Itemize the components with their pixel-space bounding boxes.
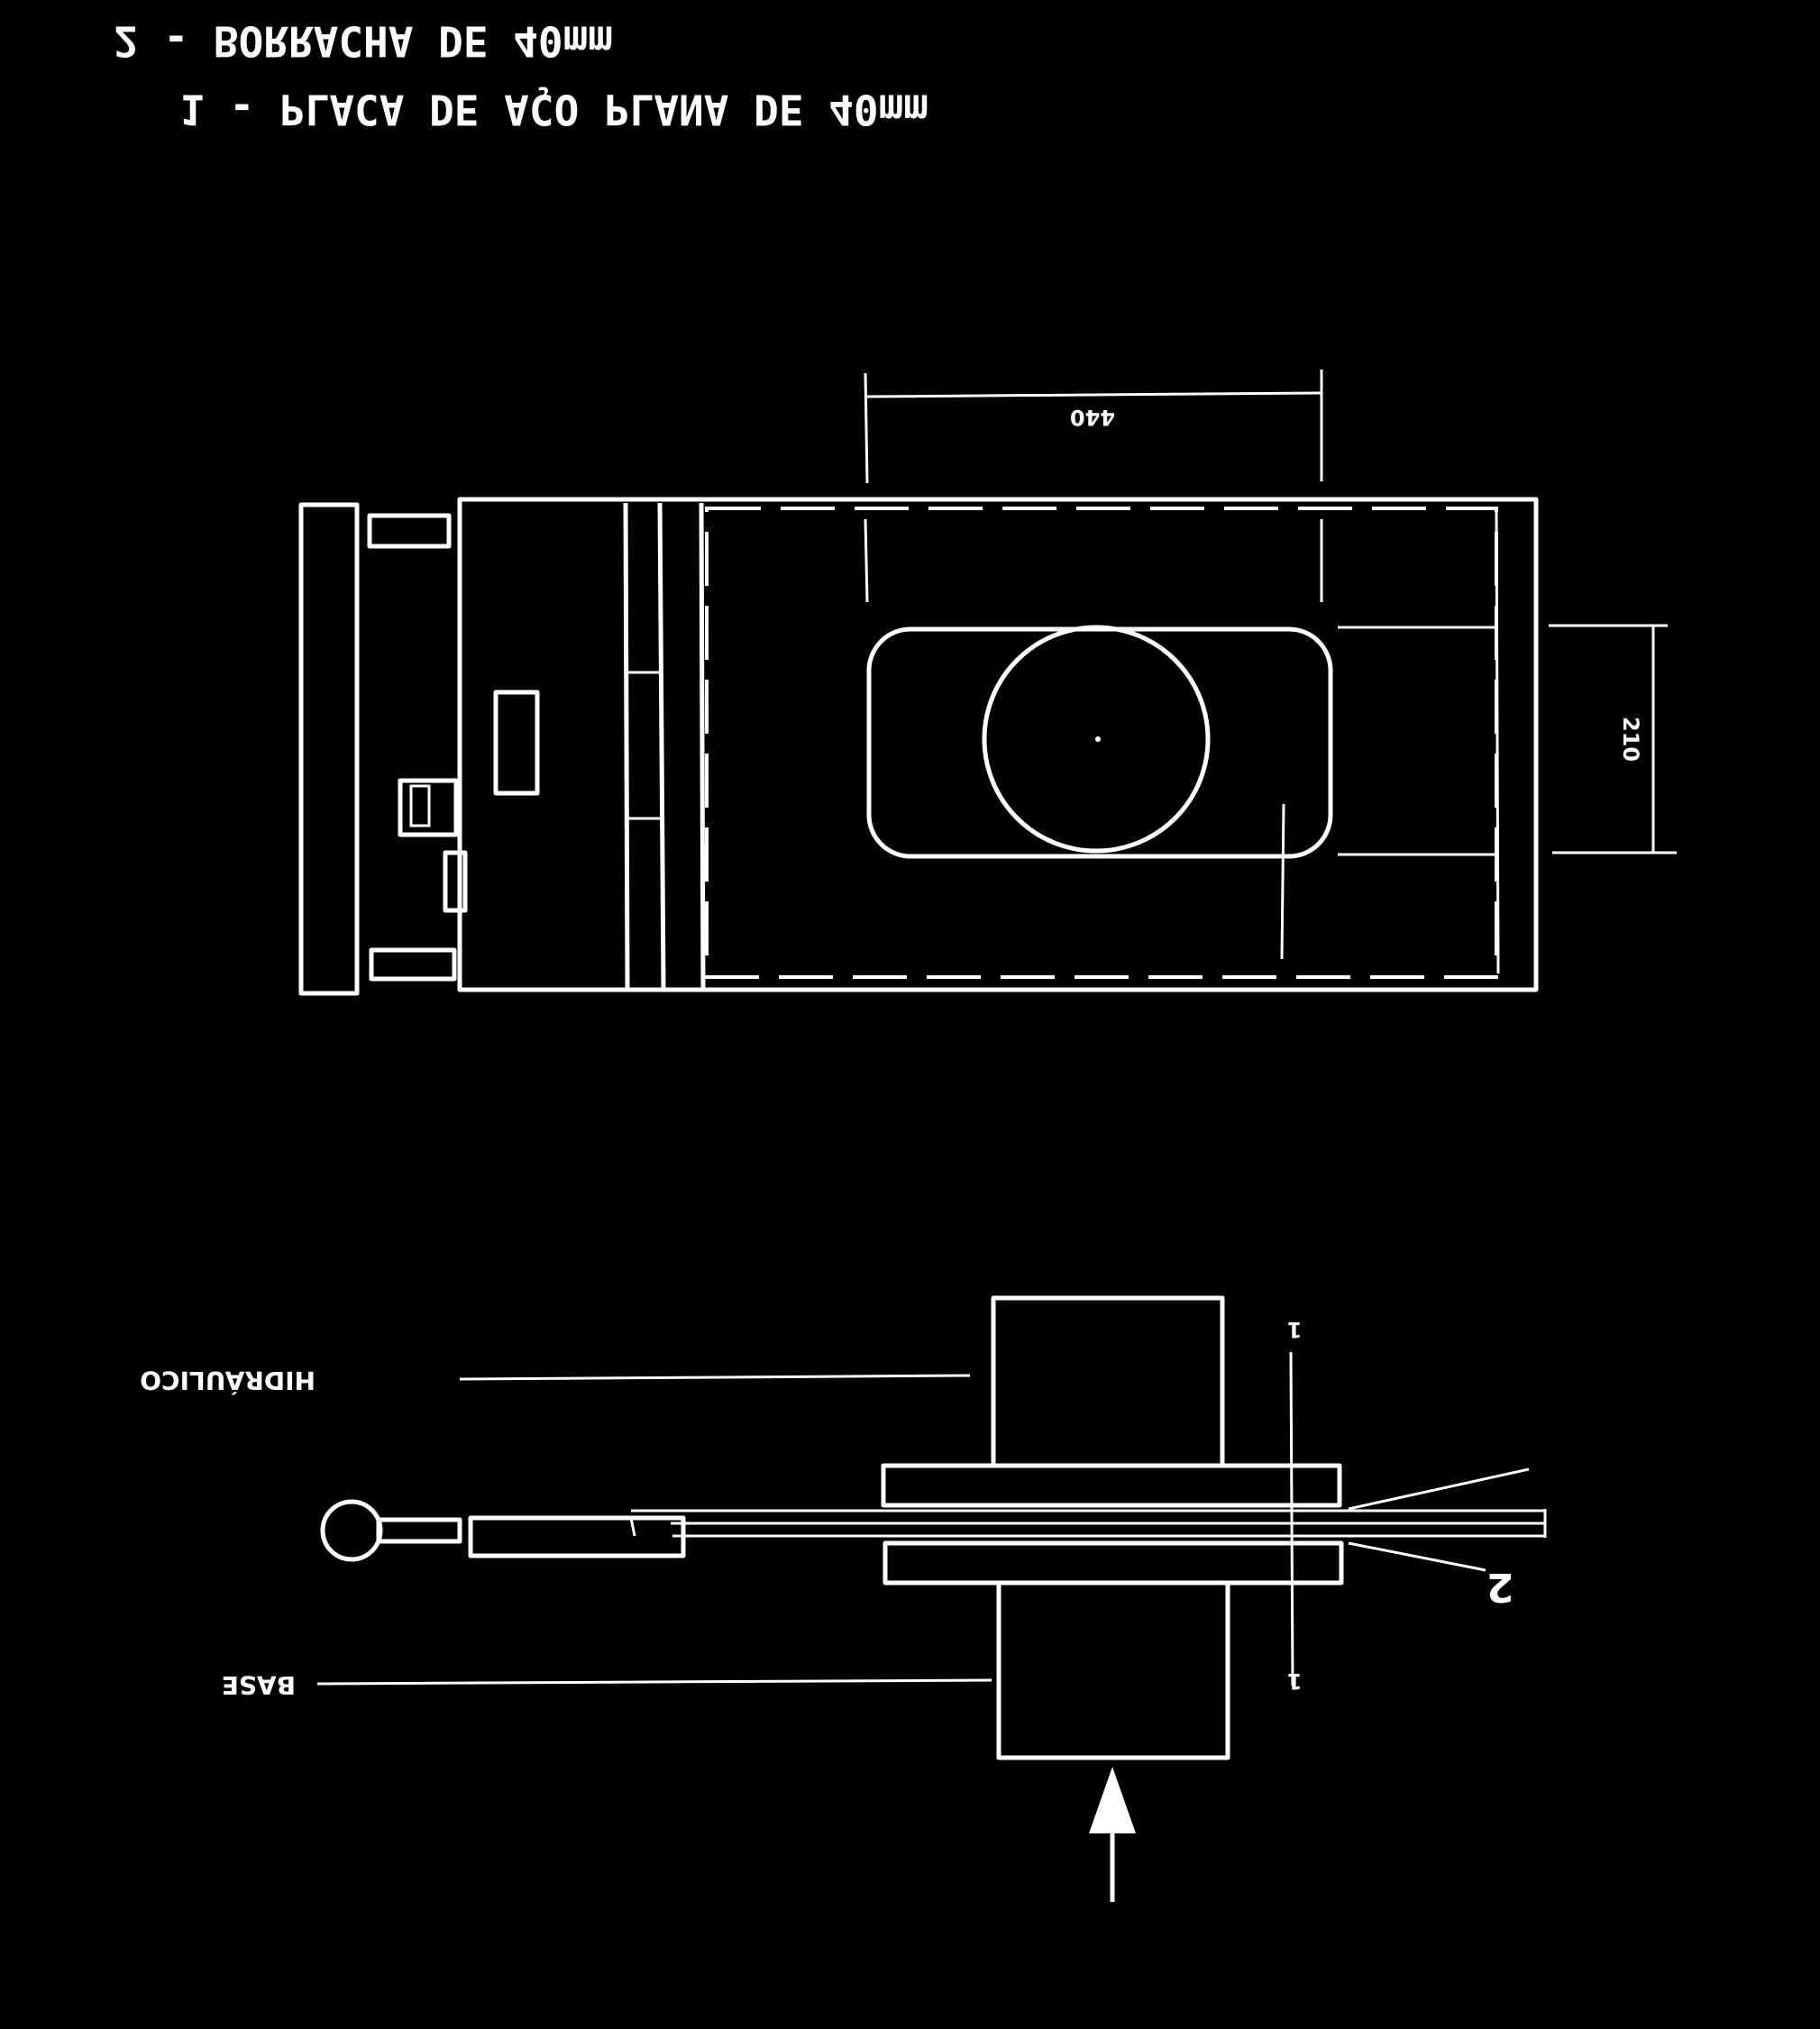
- legend-item-1: 1 - PLACA DE AÇO PLANA DE 40mm: [179, 86, 928, 134]
- leader-base: [316, 1678, 992, 1686]
- inner-frame-right: [1495, 509, 1500, 974]
- lower-plate: [883, 1540, 1344, 1586]
- dimension-height-label: 210: [1618, 717, 1643, 762]
- leader-hidraulico: [459, 1374, 971, 1381]
- callout-2: 2: [1486, 1564, 1514, 1610]
- connector-block-2: [443, 850, 468, 913]
- divider-3: [699, 502, 706, 989]
- rubber-line-up: [1348, 1467, 1530, 1511]
- main-housing: [457, 497, 1539, 992]
- callout-1-top: 1: [1287, 1317, 1303, 1342]
- callout-1-bottom: 1: [1287, 1668, 1303, 1694]
- label-base: BASE: [222, 1670, 296, 1700]
- hydraulic-ram: [991, 1295, 1225, 1468]
- side-view: HIDRÁULICO BASE 1 1 2: [140, 1295, 1547, 1902]
- dimension-height: 210: [1338, 624, 1677, 856]
- connector-block: [398, 778, 459, 837]
- gauge-knob: [320, 1499, 383, 1562]
- load-arrow-head: [1089, 1767, 1136, 1833]
- tab-top: [367, 513, 452, 549]
- housing-window: [493, 690, 540, 796]
- center-point: [1095, 736, 1101, 742]
- plate-leader: [1280, 803, 1285, 960]
- center-disc: [982, 625, 1211, 854]
- gauge-stem: [376, 1517, 462, 1544]
- connector-inner: [409, 784, 431, 827]
- end-plate: [298, 502, 360, 996]
- legend-item-2: 2 - BORRACHA DE 40mm: [114, 17, 613, 66]
- divider-2: [657, 502, 666, 989]
- label-hidraulico: HIDRÁULICO: [140, 1366, 316, 1396]
- dimension-width-label: 440: [1070, 405, 1115, 430]
- rubber-line-down: [1348, 1541, 1486, 1572]
- rounded-plate: [866, 626, 1333, 859]
- base-block: [996, 1580, 1230, 1760]
- tab-bottom: [369, 947, 457, 982]
- divider-1: [623, 502, 630, 989]
- upper-plate: [881, 1463, 1342, 1508]
- top-view: 440 210: [298, 370, 1677, 996]
- gauge-body: [468, 1515, 686, 1558]
- dimension-width: 440: [864, 370, 1323, 603]
- legend: 2 - BORRACHA DE 40mm 1 - PLACA DE AÇO PL…: [114, 17, 928, 134]
- callout-1-line: [1289, 1351, 1294, 1686]
- inner-frame: [705, 507, 1498, 979]
